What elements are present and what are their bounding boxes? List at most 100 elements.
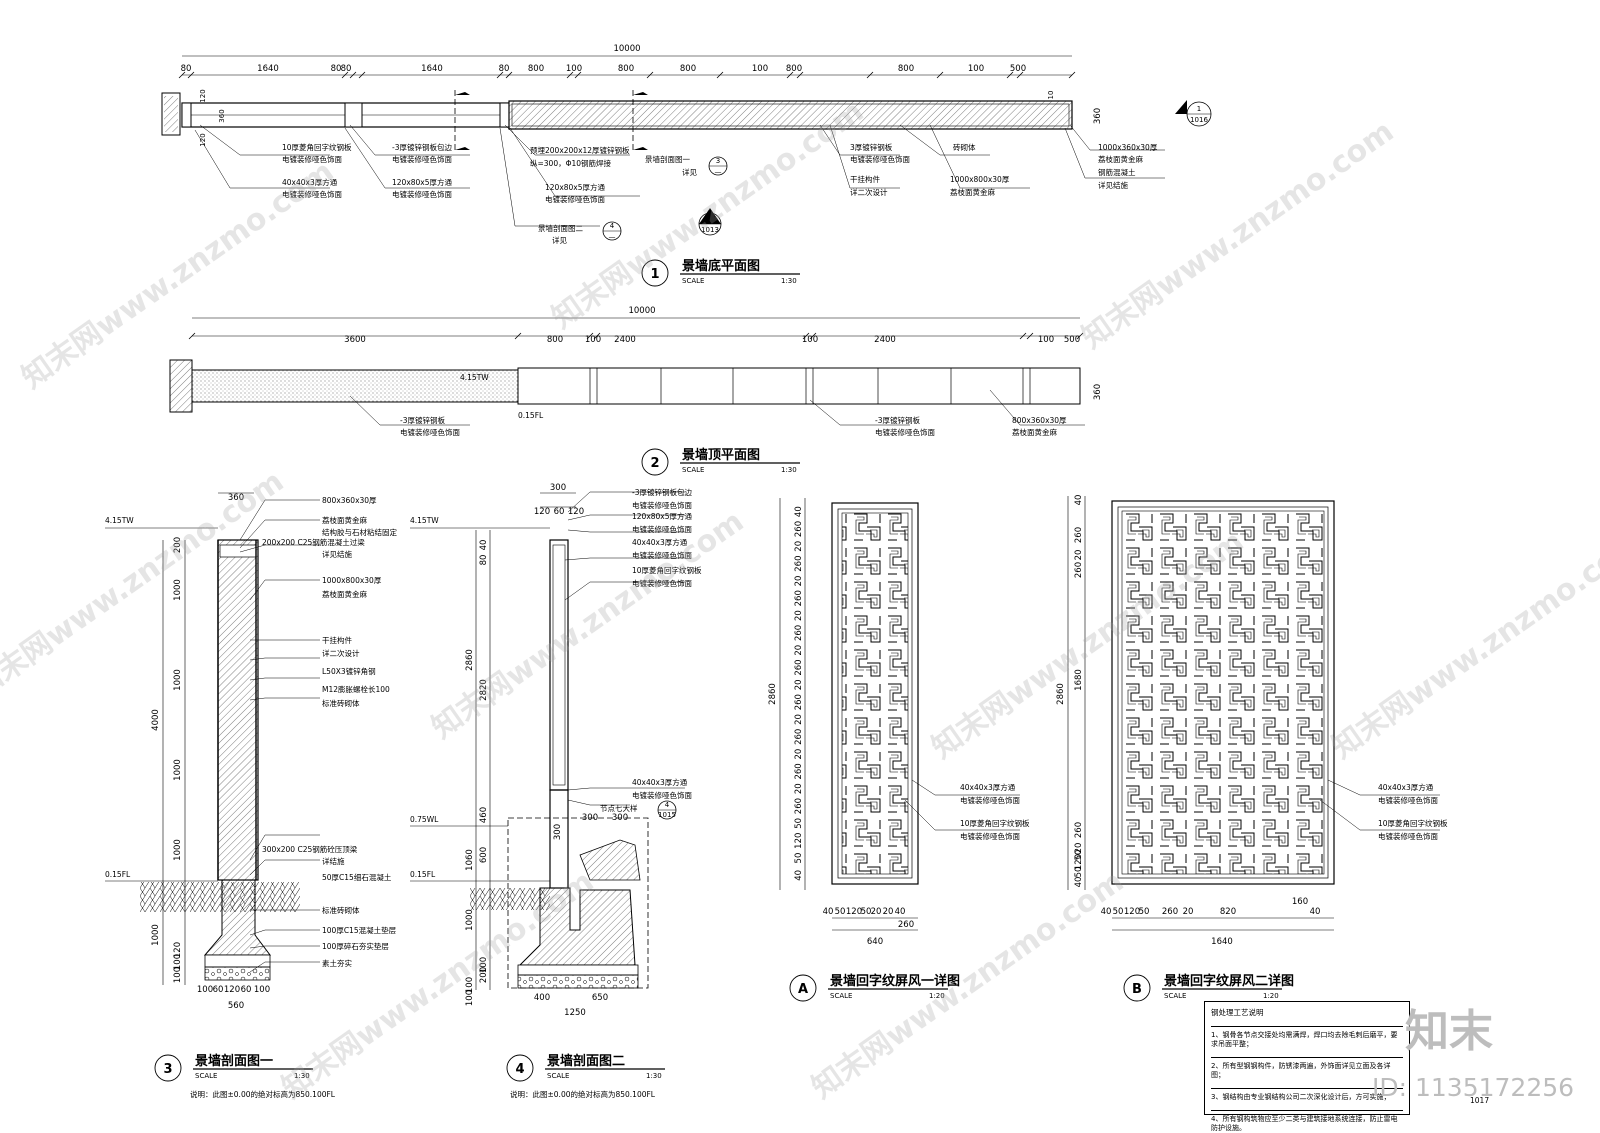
dim-label: 260	[794, 763, 804, 779]
dim-label: 100	[802, 335, 818, 345]
plan1-note: 钢筋混凝土	[1098, 167, 1136, 177]
sec3-caption: 说明：此图±0.00的绝对标高为850.100FL	[190, 1089, 336, 1099]
sec4-note: 电镀装修哑色饰面	[632, 524, 692, 534]
detailB-note: 电镀装修哑色饰面	[1378, 795, 1438, 805]
dim-label: 40	[479, 540, 489, 551]
dim-label: 20	[1074, 843, 1084, 854]
dim-label: 60	[554, 507, 565, 517]
dim-label: 120	[199, 133, 207, 146]
scale-value: 1:30	[646, 1072, 662, 1080]
plan1-total-dim: 10000	[613, 44, 640, 54]
plan1-note: 3厚镀锌钢板	[850, 142, 893, 152]
dim-label: 80	[181, 64, 192, 74]
dim-label: 160	[1292, 897, 1308, 907]
dim-label: 120	[794, 833, 804, 849]
notes-title: 钢处理工艺说明	[1211, 1008, 1264, 1017]
dim-label: 260	[794, 555, 804, 571]
svg-text:4.15TW: 4.15TW	[105, 516, 134, 525]
sec3-note: 100厚C15混凝土垫层	[322, 925, 397, 935]
dim-label: 300	[582, 813, 598, 823]
dim-label: 50	[835, 907, 846, 917]
callout-num: —	[609, 233, 616, 241]
brand-logo: 知末	[1405, 1006, 1493, 1057]
title-name: 景墙剖面图一	[195, 1053, 273, 1069]
dim-label: 4000	[151, 709, 161, 731]
dim-label: 100	[566, 64, 582, 74]
title-name: 景墙回字纹屏风一详图	[830, 973, 960, 989]
dim-label: 260	[1162, 907, 1178, 917]
svg-text:1: 1	[1197, 105, 1201, 113]
dim-label: 20	[794, 645, 804, 656]
dim-label: 800	[528, 64, 544, 74]
sec4-caption: 说明：此图±0.00的绝对标高为850.100FL	[510, 1089, 656, 1099]
dim-label: 50	[861, 907, 872, 917]
sec3-note: 干挂构件	[322, 635, 352, 645]
dim-label: 120	[173, 942, 183, 958]
dim-label: 50	[1113, 907, 1124, 917]
svg-text:2860: 2860	[1056, 683, 1066, 705]
dim-label: 1060	[465, 849, 475, 871]
plan1-notes: 10厚菱角回字纹钢板电镀装修哑色饰面40x40x3厚方通电镀装修哑色饰面-3厚镀…	[282, 142, 1158, 204]
dim-label: 1000	[173, 839, 183, 861]
dim-label: 1000	[151, 924, 161, 946]
dim-label: 260	[794, 590, 804, 606]
title-name: 景墙回字纹屏风二详图	[1164, 973, 1294, 989]
dim-label: 60	[241, 985, 252, 995]
dim-label: 40	[1310, 907, 1321, 917]
sec3-note: 800x360x30厚	[322, 496, 377, 505]
plan1-note: 1000x360x30厚	[1098, 143, 1158, 152]
dim-label: 820	[1220, 907, 1236, 917]
dim-label: 120	[534, 507, 550, 517]
plan1-note: 电镀装修哑色饰面	[850, 154, 910, 164]
svg-text:0.15FL: 0.15FL	[105, 870, 131, 879]
detailA-vertical-dims: 4026020260202602026020260202602026020260…	[794, 506, 804, 881]
sec4-notes: -3厚镀锌钢板包边电镀装修哑色饰面120x80x5厚方通电镀装修哑色饰面40x4…	[600, 487, 702, 813]
dim-label: 1000	[173, 579, 183, 601]
sec3-note: 标准砖砌体	[322, 905, 360, 915]
title-name: 景墙剖面图二	[547, 1053, 625, 1069]
dim-label: 2400	[614, 335, 636, 345]
plan2-note: -3厚镀锌钢板	[400, 415, 445, 425]
dim-label: 1680	[1074, 669, 1084, 691]
dim-label: 120	[199, 89, 207, 102]
dim-label: 360	[1093, 108, 1103, 124]
notes-line-3: 3、钢结构由专业钢结构公司二次深化设计后，方可实施；	[1211, 1088, 1403, 1102]
scale-label: SCALE	[682, 277, 704, 285]
dim-label: 500	[1064, 335, 1080, 345]
plan1-note: -3厚镀锌钢板包边	[392, 142, 452, 152]
svg-text:10000: 10000	[628, 306, 655, 316]
sec4-note: -3厚镀锌钢板包边	[632, 487, 692, 497]
dim-label: 640	[867, 937, 883, 947]
dim-label: 50	[1139, 907, 1150, 917]
dim-label: 40	[794, 506, 804, 517]
plan1-note: 电镀装修哑色饰面	[392, 154, 452, 164]
scale-label: SCALE	[830, 992, 852, 1000]
dim-label: 1000	[173, 669, 183, 691]
dim-label: 800	[547, 335, 563, 345]
dim-label: 120	[1074, 854, 1084, 870]
scale-value: 1:30	[294, 1072, 310, 1080]
scale-label: SCALE	[547, 1072, 569, 1080]
dim-label: 3600	[344, 335, 366, 345]
dim-label: 2820	[479, 679, 489, 701]
dim-label: 20	[871, 907, 882, 917]
callout-label: 详见	[682, 167, 697, 177]
dim-label: 260	[794, 521, 804, 537]
detailA-note: 电镀装修哑色饰面	[960, 831, 1020, 841]
dim-label: 300	[612, 813, 628, 823]
scale-label: SCALE	[195, 1072, 217, 1080]
dim-label: 260	[1074, 822, 1084, 838]
steel-process-notes: 钢处理工艺说明 1、钢骨各节点交接处均需满焊，焊口均去除毛刺后磨平，要求吊面平整…	[1204, 1001, 1410, 1132]
dim-label: 100	[479, 957, 489, 973]
detailB-note: 10厚菱角回字纹钢板	[1378, 818, 1448, 828]
sec3-note: 荔枝面黄金麻	[322, 515, 367, 525]
